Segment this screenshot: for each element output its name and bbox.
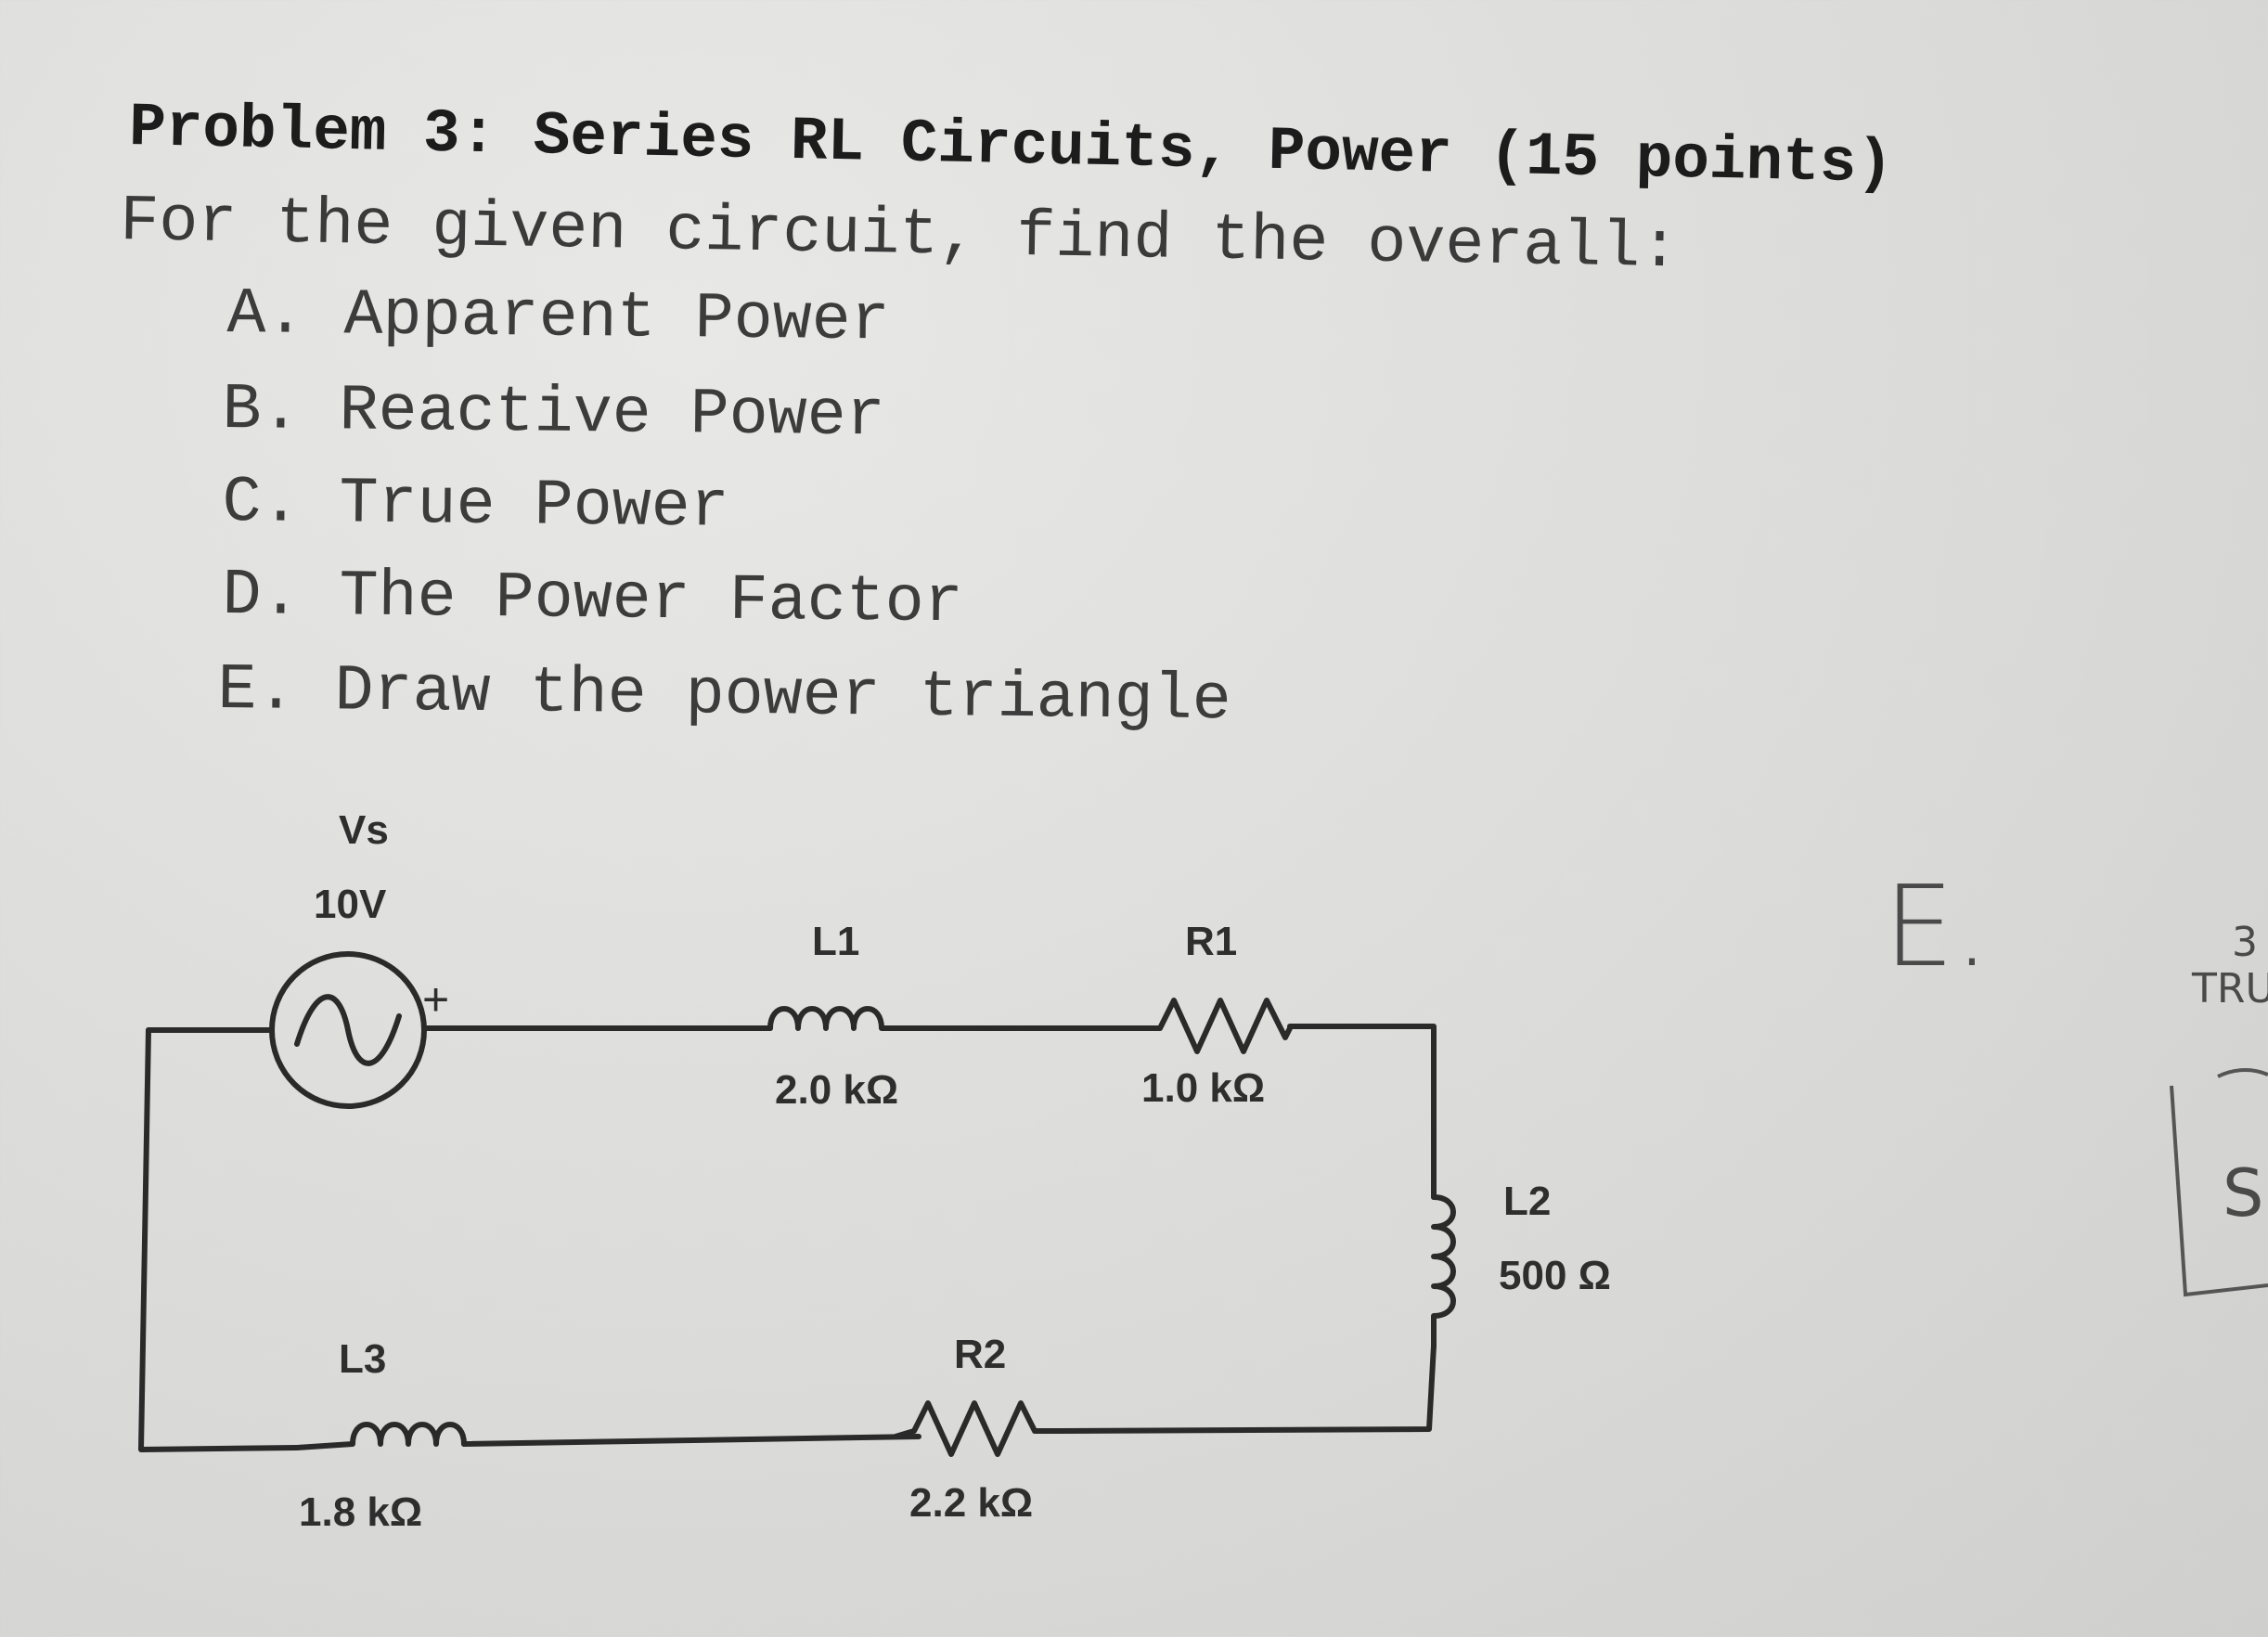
resistor-r2 [893, 1400, 1056, 1457]
handwritten-bracket [2170, 1085, 2268, 1297]
r1-name-label: R1 [1185, 919, 1238, 964]
sine-wave [294, 994, 402, 1066]
ac-source-symbol [269, 951, 427, 1109]
l2-name-label: L2 [1503, 1179, 1552, 1224]
handwritten-dash [2217, 1068, 2268, 1078]
l2-value-label: 500 Ω [1499, 1253, 1611, 1298]
l3-value-label: 1.8 kΩ [299, 1489, 423, 1535]
l1-name-label: L1 [812, 919, 860, 964]
handwritten-letter-e: E. [1884, 863, 1990, 992]
handwritten-number: 3 [2232, 919, 2258, 966]
bottom-wire [138, 1027, 921, 1452]
l1-value-label: 2.0 kΩ [775, 1067, 899, 1113]
handwritten-s: S [2223, 1155, 2264, 1231]
right-wire [1050, 1343, 1437, 1434]
r1-value-label: 1.0 kΩ [1141, 1065, 1266, 1111]
resistor-r1 [1139, 998, 1293, 1054]
top-wire [146, 1024, 1437, 1200]
source-voltage-label: 10V [314, 882, 387, 927]
source-name-label: Vs [339, 807, 389, 853]
handwritten-word: TRU [2192, 965, 2268, 1012]
inductor-l2 [1431, 1194, 1456, 1348]
inductor-l3 [294, 1422, 467, 1450]
r2-name-label: R2 [954, 1332, 1007, 1377]
r2-value-label: 2.2 kΩ [909, 1480, 1034, 1526]
source-polarity-label: + [422, 973, 450, 1025]
l3-name-label: L3 [339, 1336, 387, 1382]
inductor-l1 [767, 1006, 921, 1031]
